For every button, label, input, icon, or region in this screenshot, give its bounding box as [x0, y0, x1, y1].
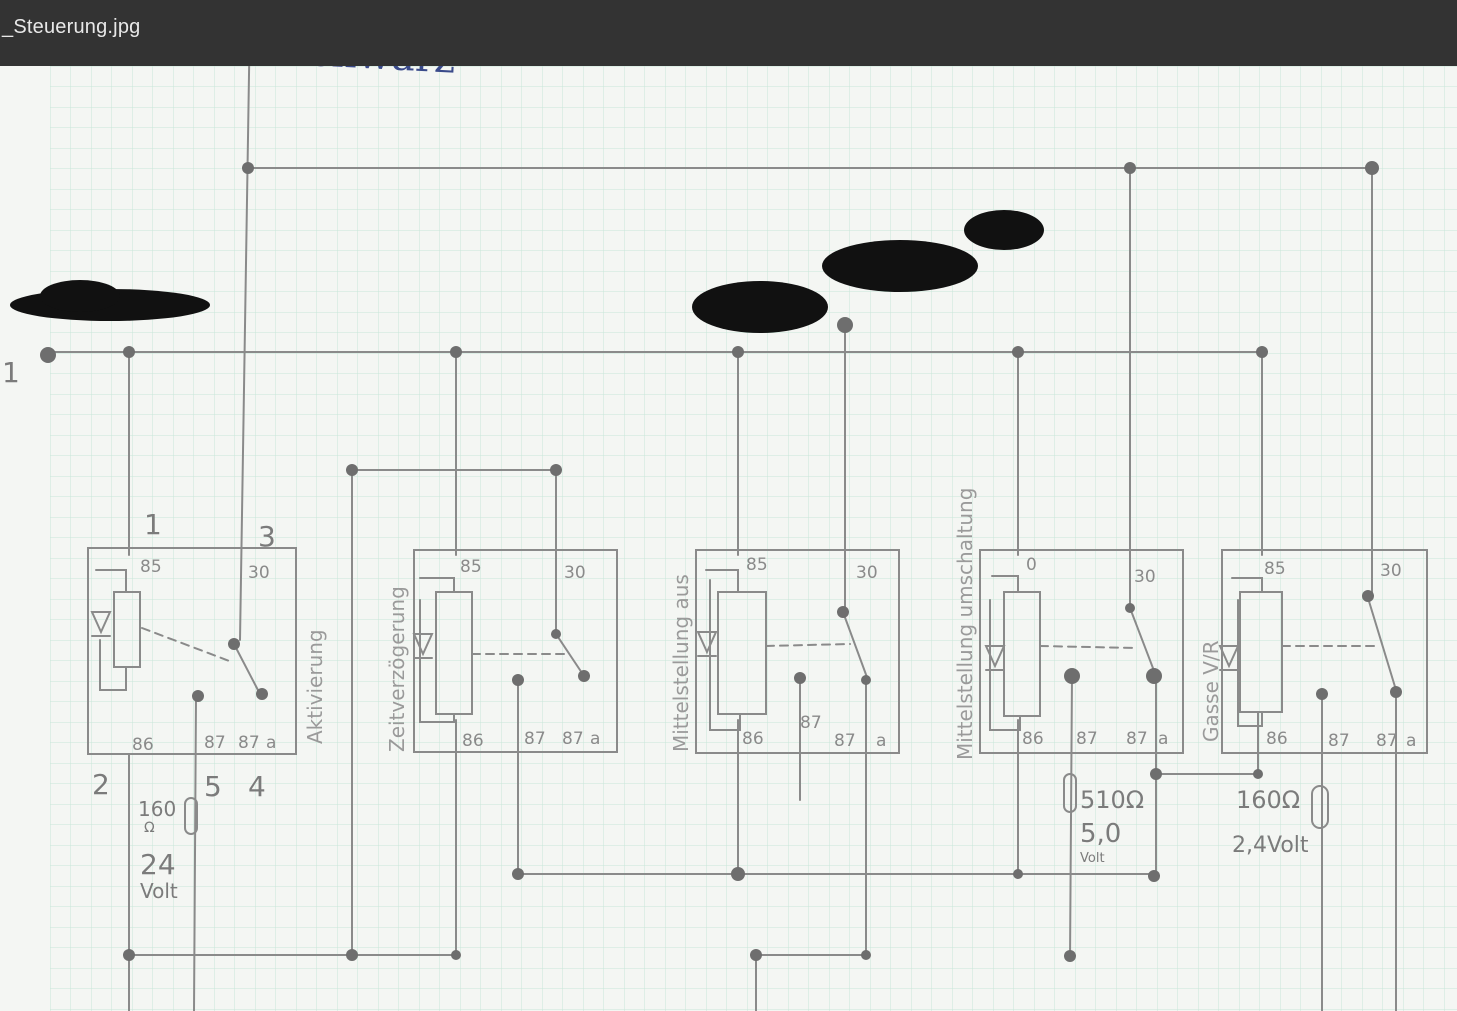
- svg-text:86: 86: [132, 735, 154, 755]
- terminal-1-label: 1: [144, 508, 162, 541]
- viewer-title-bar: _Steuerung.jpg: [0, 0, 1457, 66]
- svg-text:30: 30: [1380, 561, 1402, 581]
- svg-text:87: 87: [1376, 731, 1398, 751]
- svg-text:a: a: [1158, 729, 1168, 749]
- svg-text:87: 87: [800, 713, 822, 733]
- svg-text:a: a: [1406, 731, 1416, 751]
- voltage-1-unit: Volt: [140, 879, 178, 903]
- svg-text:30: 30: [1134, 567, 1156, 587]
- svg-text:86: 86: [742, 729, 764, 749]
- svg-text:30: 30: [248, 563, 270, 583]
- relay-label-mittelstellung-umschaltung: Mittelstellung umschaltung: [953, 488, 977, 760]
- terminal-1-left-label: 1: [2, 356, 20, 389]
- svg-text:87: 87: [1126, 729, 1148, 749]
- terminal-3-label: 3: [258, 520, 276, 553]
- voltage-2-value: 5,0: [1080, 819, 1121, 849]
- voltage-3-value: 2,4Volt: [1232, 833, 1309, 858]
- svg-text:87: 87: [1328, 731, 1350, 751]
- svg-text:a: a: [266, 733, 276, 753]
- svg-text:30: 30: [564, 563, 586, 583]
- relay-label-gasse: Gasse V/R: [1199, 640, 1223, 742]
- relay-box-zeitverzoegerung: [413, 549, 618, 753]
- terminal-5-label: 5: [204, 770, 222, 803]
- resistor-1-unit: Ω: [144, 820, 155, 836]
- svg-text:86: 86: [1022, 729, 1044, 749]
- resistor-160-ohm: [184, 797, 198, 835]
- resistor-2-value: 510Ω: [1080, 786, 1144, 814]
- voltage-1-value: 24: [140, 848, 176, 881]
- svg-text:87: 87: [524, 729, 546, 749]
- svg-text:85: 85: [460, 557, 482, 577]
- relay-label-zeitverzoegerung: Zeitverzögerung: [385, 586, 409, 752]
- resistor-3-value: 160Ω: [1236, 786, 1300, 814]
- svg-text:86: 86: [462, 731, 484, 751]
- svg-text:87: 87: [562, 729, 584, 749]
- svg-text:85: 85: [746, 555, 768, 575]
- relay-box-aktivierung: [87, 547, 297, 755]
- terminal-4-label: 4: [248, 770, 266, 803]
- svg-text:87: 87: [204, 733, 226, 753]
- file-name-title: _Steuerung.jpg: [2, 16, 141, 38]
- grid-paper: [50, 66, 1457, 1011]
- scribble-left: [10, 280, 210, 321]
- relay-label-mittelstellung-aus: Mittelstellung aus: [669, 574, 693, 752]
- terminal-2-label: 2: [92, 768, 110, 801]
- voltage-2-unit: Volt: [1080, 851, 1105, 866]
- svg-text:87: 87: [1076, 729, 1098, 749]
- resistor-510-ohm: [1063, 773, 1077, 813]
- relay-box-mittelstellung-aus: [695, 549, 900, 754]
- svg-text:85: 85: [140, 557, 162, 577]
- svg-text:87: 87: [238, 733, 260, 753]
- svg-text:30: 30: [856, 563, 878, 583]
- svg-text:a: a: [876, 731, 886, 751]
- svg-text:87: 87: [834, 731, 856, 751]
- svg-text:86: 86: [1266, 729, 1288, 749]
- relay-label-aktivierung: Aktivierung: [303, 629, 327, 744]
- svg-text:0: 0: [1026, 555, 1037, 575]
- svg-text:a: a: [590, 729, 600, 749]
- resistor-160-ohm-gasse: [1311, 785, 1329, 829]
- scribble-middle: [692, 210, 1044, 333]
- relay-box-mittelstellung-umschaltung: [979, 549, 1184, 754]
- resistor-1-value: 160: [138, 797, 176, 821]
- wire-main-vertical: [239, 11, 251, 641]
- svg-text:85: 85: [1264, 559, 1286, 579]
